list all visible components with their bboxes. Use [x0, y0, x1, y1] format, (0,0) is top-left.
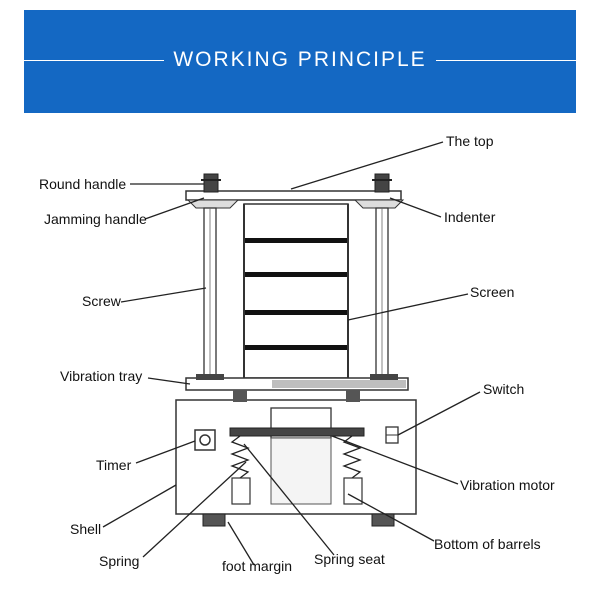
label-shell: Shell: [70, 521, 101, 537]
label-spring: Spring: [99, 553, 139, 569]
label-switch: Switch: [483, 381, 524, 397]
spring-seat: [229, 427, 365, 437]
label-vibration-motor: Vibration motor: [460, 477, 555, 493]
spring-left: [230, 435, 250, 479]
screen-layer: [244, 310, 348, 315]
label-the-top: The top: [446, 133, 494, 149]
round-handle-left: [203, 173, 219, 193]
title-banner: WORKING PRINCIPLE: [24, 10, 576, 113]
spring-right: [342, 435, 362, 479]
top-bar: [185, 190, 402, 201]
screen-layer: [244, 238, 348, 243]
label-vibration-tray: Vibration tray: [60, 368, 142, 384]
label-screen: Screen: [470, 284, 514, 300]
page-title: WORKING PRINCIPLE: [167, 48, 433, 71]
label-timer: Timer: [96, 457, 132, 473]
label-foot-margin: foot margin: [222, 558, 292, 574]
round-handle-right: [374, 173, 390, 193]
screen-layer: [244, 272, 348, 277]
banner-right-rule: [436, 60, 576, 61]
label-spring-seat: Spring seat: [314, 551, 385, 567]
screen-stack: [243, 203, 349, 379]
banner-left-rule: [24, 60, 164, 61]
label-bottom-of-barrels: Bottom of barrels: [434, 536, 541, 552]
label-jamming-handle: Jamming handle: [44, 211, 147, 227]
foot-right: [371, 513, 395, 527]
foot-left: [202, 513, 226, 527]
label-round-handle: Round handle: [39, 176, 126, 192]
jamming-handle-block: [186, 199, 240, 209]
indenter-block: [353, 199, 405, 209]
label-indenter: Indenter: [444, 209, 496, 225]
screen-layer: [244, 345, 348, 350]
label-screw: Screw: [82, 293, 122, 309]
